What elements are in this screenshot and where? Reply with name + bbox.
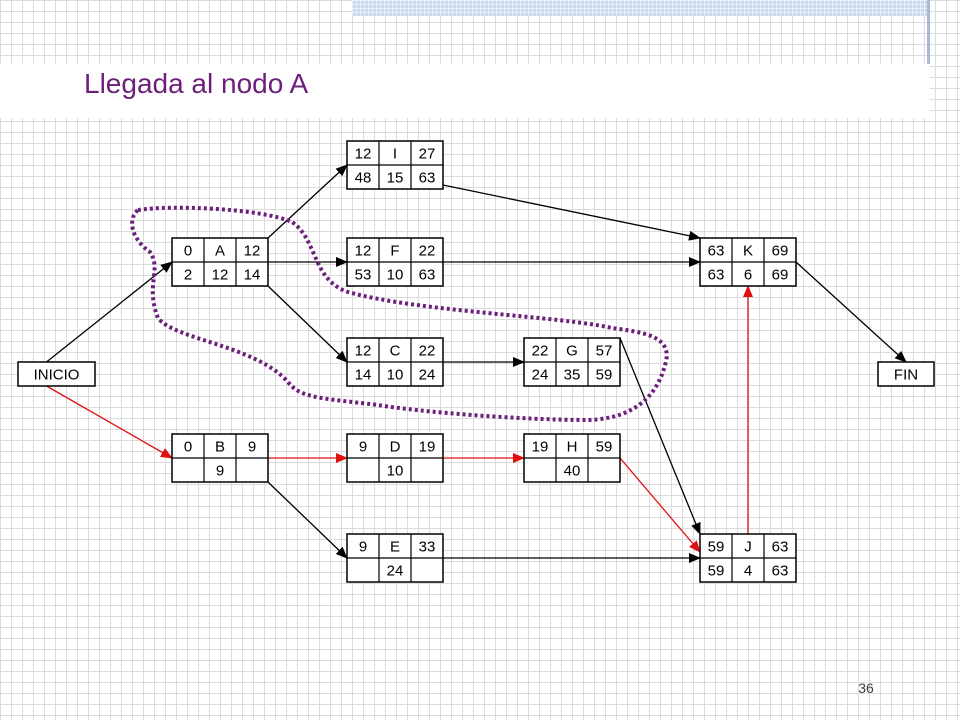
early-start: 9 (359, 439, 367, 456)
early-finish: 63 (772, 539, 789, 556)
duration: 35 (564, 367, 581, 384)
late-finish: 59 (596, 367, 613, 384)
activity-label: I (393, 146, 397, 163)
duration: 10 (387, 463, 404, 480)
late-finish: 14 (244, 267, 261, 284)
early-finish: 69 (772, 243, 789, 260)
edge-a-i (267, 164, 348, 239)
activity-label: E (390, 539, 400, 556)
early-start: 9 (359, 539, 367, 556)
activity-label: G (566, 343, 578, 360)
duration: 10 (387, 267, 404, 284)
early-finish: 22 (419, 243, 436, 260)
activity-label: F (390, 243, 399, 260)
page-number: 36 (858, 680, 874, 696)
node-e: 9 E 33 24 (346, 533, 444, 583)
node-fin: FIN (877, 361, 935, 387)
header-decoration-bar (352, 0, 930, 16)
late-start: 2 (184, 267, 192, 284)
late-start: 48 (355, 170, 372, 187)
node-d: 9 D 19 10 (346, 433, 444, 483)
late-start: 63 (708, 267, 725, 284)
early-finish: 57 (596, 343, 613, 360)
node-i: 12 I 27 48 15 63 (346, 140, 444, 190)
duration: 10 (387, 367, 404, 384)
early-start: 0 (184, 243, 192, 260)
duration: 9 (216, 463, 224, 480)
early-start: 22 (532, 343, 549, 360)
early-start: 12 (355, 243, 372, 260)
late-finish: 63 (419, 267, 436, 284)
node-box (17, 361, 96, 387)
duration: 12 (212, 267, 229, 284)
duration: 4 (744, 563, 752, 580)
late-start: 59 (708, 563, 725, 580)
early-finish: 22 (419, 343, 436, 360)
edge-inicio-a (46, 261, 173, 363)
node-k: 63 K 69 63 6 69 (699, 237, 797, 287)
highlight-loop (130, 205, 669, 423)
duration: 6 (744, 267, 752, 284)
early-finish: 12 (244, 243, 261, 260)
activity-label: C (390, 343, 401, 360)
node-b: 0 B 9 9 (171, 433, 269, 483)
slide-title: Llegada al nodo A (84, 68, 309, 99)
early-finish: 19 (419, 439, 436, 456)
activity-label: J (744, 539, 752, 556)
node-inicio: INICIO (17, 361, 96, 387)
edge-i-k (442, 184, 701, 241)
edge-layer (46, 164, 907, 563)
late-finish: 63 (772, 563, 789, 580)
edge-g-j (619, 337, 701, 535)
duration: 40 (564, 463, 581, 480)
edge-k-fin (795, 261, 907, 363)
node-a: 0 A 12 2 12 14 (171, 237, 269, 287)
edge-inicio-b (46, 385, 173, 459)
node-label: FIN (894, 367, 918, 384)
node-g: 22 G 57 24 35 59 (523, 337, 621, 387)
edge-a-c (267, 285, 348, 363)
node-j: 59 J 63 59 4 63 (699, 533, 797, 583)
early-start: 19 (532, 439, 549, 456)
node-f: 12 F 22 53 10 63 (346, 237, 444, 287)
late-start: 14 (355, 367, 372, 384)
activity-label: A (215, 243, 225, 260)
late-finish: 24 (419, 367, 436, 384)
late-start: 24 (532, 367, 549, 384)
duration: 24 (387, 563, 404, 580)
node-label: INICIO (34, 367, 80, 384)
late-start: 53 (355, 267, 372, 284)
early-start: 59 (708, 539, 725, 556)
early-finish: 59 (596, 439, 613, 456)
edge-h-j (619, 457, 701, 553)
node-box (877, 361, 935, 387)
duration: 15 (387, 170, 404, 187)
activity-label: B (215, 439, 225, 456)
early-start: 12 (355, 146, 372, 163)
early-start: 63 (708, 243, 725, 260)
early-start: 12 (355, 343, 372, 360)
early-finish: 27 (419, 146, 436, 163)
activity-label: H (567, 439, 578, 456)
late-finish: 63 (419, 170, 436, 187)
edge-b-e (267, 481, 348, 559)
node-h: 19 H 59 40 (523, 433, 621, 483)
early-finish: 9 (248, 439, 256, 456)
late-finish: 69 (772, 267, 789, 284)
early-start: 0 (184, 439, 192, 456)
header-decoration-line (927, 0, 930, 118)
activity-label: D (390, 439, 401, 456)
title-band (0, 64, 930, 118)
activity-label: K (743, 243, 753, 260)
early-finish: 33 (419, 539, 436, 556)
node-c: 12 C 22 14 10 24 (346, 337, 444, 387)
